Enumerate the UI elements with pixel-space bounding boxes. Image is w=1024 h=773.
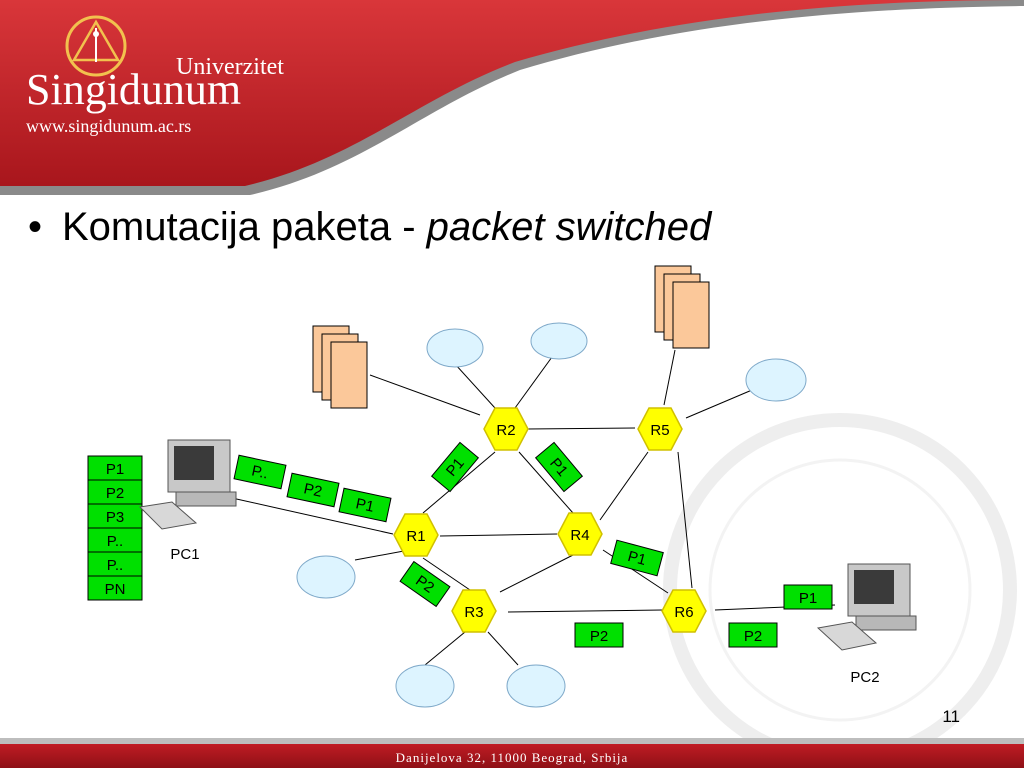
- packet-r6-pc2-bottom: P2: [728, 622, 778, 648]
- svg-text:P2: P2: [744, 628, 762, 645]
- host-node: [426, 328, 484, 368]
- router-label-r3: R3: [464, 604, 483, 621]
- svg-text:P2: P2: [590, 628, 608, 645]
- router-r2: [483, 407, 529, 451]
- footer-bar: [0, 738, 1024, 768]
- footer-address: Danijelova 32, 11000 Beograd, Srbija: [395, 750, 629, 765]
- page-number: 11: [942, 707, 960, 726]
- router-r6: [661, 589, 707, 633]
- host-node: [296, 555, 356, 599]
- bullet-text: Komutacija paketa -: [62, 205, 427, 249]
- packet-pc1-link-1: P..: [233, 454, 287, 490]
- router-label-r1: R1: [406, 528, 425, 545]
- computer-pc1-icon: [138, 439, 237, 530]
- packet-r6-pc2-top: P1: [783, 584, 833, 610]
- router-label-r5: R5: [650, 422, 669, 439]
- pc1-label: PC1: [170, 546, 199, 563]
- host-node: [395, 664, 455, 708]
- router-r5: [637, 407, 683, 451]
- queue-packet: P2: [106, 485, 124, 502]
- svg-text:P1: P1: [626, 548, 648, 569]
- router-labels: R2 R5 R1 R4 R3 R6: [406, 422, 693, 621]
- queue-packet: P..: [107, 533, 123, 550]
- router-label-r2: R2: [496, 422, 515, 439]
- svg-text:P1: P1: [354, 495, 375, 515]
- header-university-name: Singidunum: [26, 65, 241, 114]
- packet-r1-r3: P2: [399, 560, 451, 608]
- host-node: [530, 322, 588, 360]
- packet-queue: P1 P2 P3 P.. P.. PN: [87, 455, 143, 601]
- packet-r3-r6: P2: [574, 622, 624, 648]
- header-website: www.singidunum.ac.rs: [26, 116, 191, 136]
- pc2-label: PC2: [850, 669, 879, 686]
- queue-packet: P3: [106, 509, 124, 526]
- header-university-small: Univerzitet: [176, 54, 284, 80]
- bullet-heading: • Komutacija paketa - packet switched: [28, 205, 711, 250]
- queue-packet: PN: [105, 581, 126, 598]
- queue-packet: P1: [106, 461, 124, 478]
- router-r3: [451, 589, 497, 633]
- router-label-r6: R6: [674, 604, 693, 621]
- packet-pc1-link-3: P1: [338, 487, 392, 523]
- network-links: [231, 349, 836, 666]
- packet-r4-r6: P1: [610, 539, 664, 577]
- packets-in-flight: P.. P2 P1 P1 P1 P1 P2 P2: [233, 441, 833, 648]
- router-label-r4: R4: [570, 527, 589, 544]
- router-r1: [393, 513, 439, 557]
- university-logo: [65, 15, 127, 77]
- svg-text:P1: P1: [799, 590, 817, 607]
- packet-pc1-link-2: P2: [286, 472, 340, 508]
- packet-r1-r2: P1: [430, 441, 480, 493]
- host-node: [506, 664, 566, 708]
- host-nodes: [296, 322, 807, 708]
- host-node: [745, 358, 807, 402]
- svg-text:P2: P2: [302, 480, 323, 500]
- packet-r2-r4: P1: [534, 441, 584, 493]
- document-stack-left: [312, 325, 368, 409]
- bullet-dot: •: [28, 205, 43, 249]
- bullet-italic-text: packet switched: [426, 205, 712, 249]
- svg-text:P..: P..: [250, 462, 270, 482]
- computer-pc2-icon: [816, 563, 917, 651]
- document-stack-right: [654, 265, 710, 349]
- queue-packet: P..: [107, 557, 123, 574]
- routers: [393, 407, 707, 633]
- header-banner: [0, 0, 1024, 195]
- router-r4: [557, 512, 603, 556]
